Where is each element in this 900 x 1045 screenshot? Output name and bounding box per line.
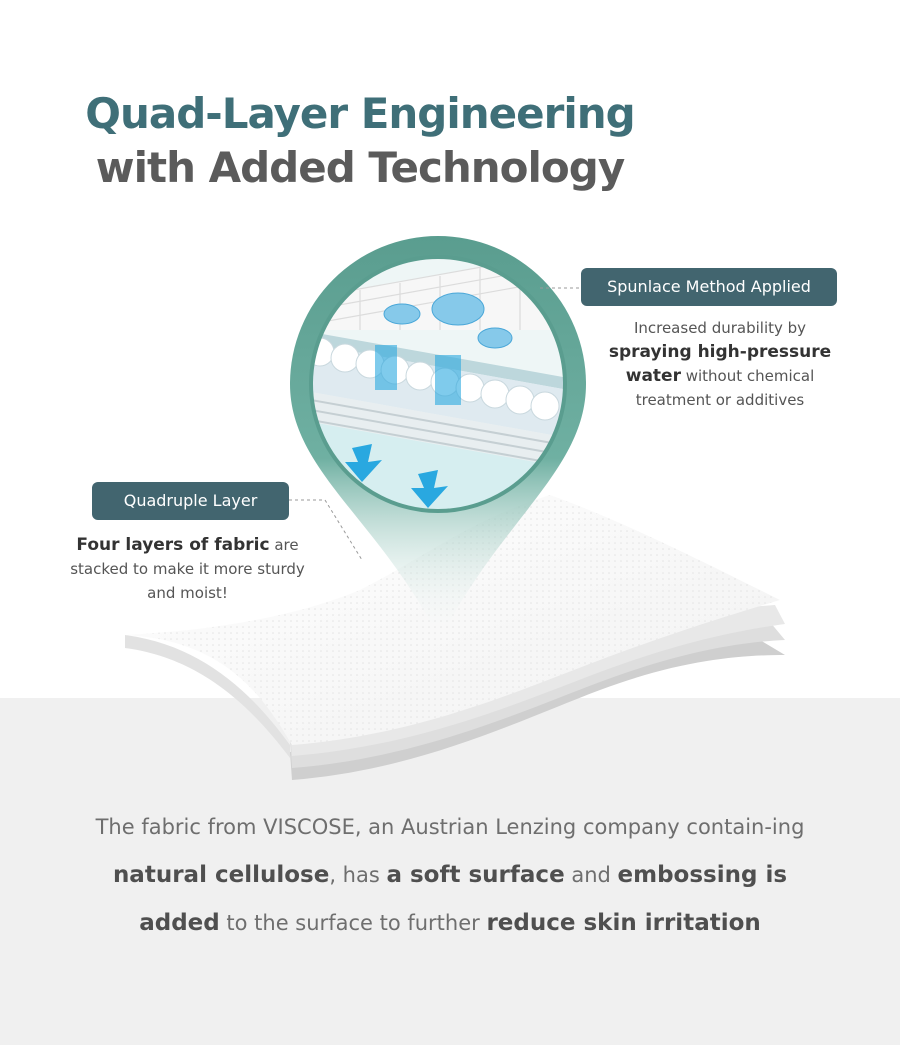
headline-line-2: with Added Technology <box>95 143 625 192</box>
desc-part-3: and <box>564 863 618 887</box>
quadruple-description: Four layers of fabric are stacked to mak… <box>60 533 315 605</box>
bottom-background-band <box>0 698 900 1045</box>
quadruple-bold-text: Four layers of fabric <box>76 535 270 555</box>
spunlace-label-pill: Spunlace Method Applied <box>581 268 837 306</box>
desc-bold-2: a soft surface <box>386 862 565 888</box>
desc-part-2: , has <box>329 863 387 887</box>
spunlace-bold-text: spraying high-pressure water <box>608 342 832 386</box>
desc-bold-3: embossing is added <box>139 862 788 936</box>
spunlace-text-2: without chemical treatment or additives <box>635 367 815 409</box>
desc-bold-4: reduce skin irritation <box>486 910 761 936</box>
fabric-sheets <box>125 495 785 780</box>
fabric-description: The fabric from VISCOSE, an Austrian Len… <box>80 803 820 947</box>
desc-part-4: to the surface to further <box>219 911 487 935</box>
quadruple-label-pill: Quadruple Layer <box>92 482 289 520</box>
down-arrow-icon <box>345 444 448 508</box>
headline-line-1: Quad-Layer Engineering <box>85 89 635 138</box>
desc-bold-1: natural cellulose <box>112 862 330 888</box>
spunlace-description: Increased durability by spraying high-pr… <box>590 316 850 412</box>
page-headline: Quad-Layer Engineering with Added Techno… <box>0 88 720 196</box>
spunlace-text-1: Increased durability by <box>633 319 807 337</box>
quadruple-text: are stacked to make it more sturdy and m… <box>70 536 305 602</box>
quadruple-leader-line <box>289 499 363 561</box>
desc-part-1: The fabric from VISCOSE, an Austrian Len… <box>95 815 805 839</box>
